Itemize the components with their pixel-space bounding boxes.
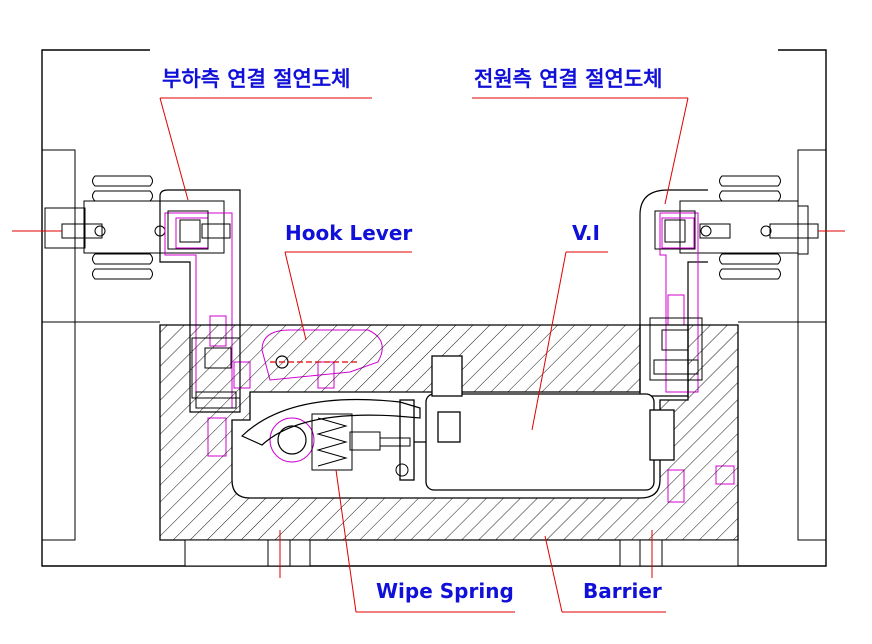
hook-lever-label: Hook Lever [285, 221, 413, 245]
barrier-label: Barrier [583, 579, 662, 603]
enclosure-frame [41, 49, 827, 567]
load-side-conductor-label: 부하측 연결 절연도체 [162, 67, 351, 91]
barrier-body [159, 324, 739, 578]
right-bushing-fins [679, 175, 845, 280]
hook-lever-part [240, 355, 421, 455]
wipe-spring-label: Wipe Spring [376, 579, 514, 603]
wipe-spring-part [311, 413, 411, 477]
vacuum-interrupter-label: V.I [572, 221, 600, 245]
vacuum-interrupter-body [399, 355, 675, 491]
left-bushing-fins [12, 175, 225, 280]
power-side-conductor-label: 전원측 연결 절연도체 [474, 67, 663, 91]
leader-lines [159, 97, 689, 613]
